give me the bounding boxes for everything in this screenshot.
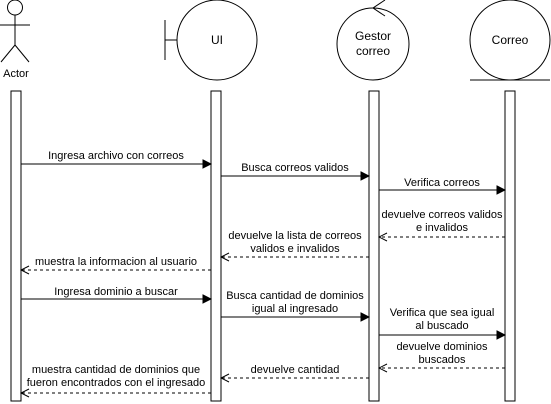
message-label: Ingresa archivo con correos: [48, 150, 184, 162]
message-devuelve-cantidad: devuelve cantidad: [221, 364, 369, 378]
message-label: e invalidos: [416, 222, 468, 234]
message-ingresa-archivo: Ingresa archivo con correos: [21, 150, 211, 164]
message-ingresa-dominio: Ingresa dominio a buscar: [21, 286, 211, 299]
message-devuelve-correos-validos: devuelve correos validos e invalidos: [379, 209, 505, 237]
ui-label: UI: [211, 33, 223, 47]
gestor-activation-bar: [368, 90, 380, 402]
message-label: fueron encontrados con el ingresado: [27, 377, 206, 389]
message-label: muestra la informacion al usuario: [35, 256, 197, 268]
message-label: Verifica correos: [404, 177, 480, 189]
message-label: Busca correos validos: [241, 162, 349, 174]
gestor-label-line1: Gestor: [355, 29, 391, 43]
message-label: al buscado: [415, 320, 468, 332]
entity-icon: [469, 0, 551, 81]
actor-figure-icon: [0, 0, 30, 63]
correo-label: Correo: [492, 33, 529, 47]
actor-label: Actor: [3, 68, 29, 80]
message-devuelve-lista: devuelve la lista de correos validos e i…: [221, 230, 369, 257]
correo-activation-bar: [504, 90, 516, 402]
gestor-label-line2: correo: [356, 44, 390, 58]
message-busca-cantidad: Busca cantidad de dominios igual al ingr…: [221, 290, 369, 317]
message-label: Ingresa dominio a buscar: [54, 286, 178, 298]
message-label: igual al ingresado: [252, 303, 338, 315]
actor-activation-bar: [10, 90, 22, 402]
message-label: Busca cantidad de dominios: [226, 290, 364, 302]
message-label: Verifica que sea igual: [390, 307, 495, 319]
message-label: devuelve la lista de correos: [228, 230, 362, 242]
ui-activation-bar: [210, 90, 222, 402]
message-label: muestra cantidad de dominios que: [32, 364, 200, 376]
boundary-icon: [164, 0, 258, 81]
message-muestra-informacion: muestra la informacion al usuario: [21, 256, 211, 270]
message-verifica-igual: Verifica que sea igual al buscado: [379, 307, 505, 335]
message-busca-correos: Busca correos validos: [221, 162, 369, 176]
message-label: validos e invalidos: [250, 243, 340, 255]
message-devuelve-dominios: devuelve dominios buscados: [379, 341, 505, 368]
message-muestra-cantidad: muestra cantidad de dominios que fueron …: [21, 364, 211, 393]
message-label: devuelve cantidad: [251, 364, 340, 376]
message-label: devuelve correos validos: [381, 209, 503, 221]
message-verifica-correos: Verifica correos: [379, 177, 505, 190]
message-label: devuelve dominios: [396, 341, 488, 353]
control-icon: [336, 0, 410, 81]
message-label: buscados: [418, 354, 466, 366]
